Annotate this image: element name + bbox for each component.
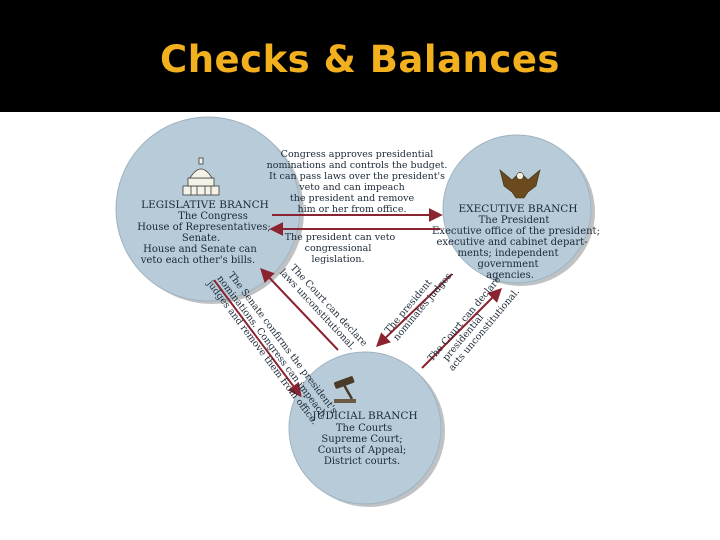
executive-line: ments; independent	[457, 248, 558, 259]
check-congress-president-line: veto and can impeach	[298, 182, 404, 193]
legislative-line: veto each other's bills.	[140, 255, 255, 266]
check-congress-president-line: nominations and controls the budget.	[267, 160, 448, 171]
legislative-line: House and Senate can	[143, 244, 257, 255]
executive-line: government	[477, 259, 538, 270]
legislative-title: LEGISLATIVE BRANCH	[141, 199, 269, 211]
executive-branch-circle	[442, 134, 595, 286]
executive-line: agencies.	[486, 270, 534, 281]
arrow-congress-to-courts	[213, 279, 302, 398]
judicial-line: District courts.	[324, 456, 400, 467]
check-president-congress-line: legislation.	[311, 254, 364, 265]
check-president-congress-line: The president can veto	[285, 232, 396, 243]
arrow-president-to-courts	[375, 273, 453, 347]
title-bar: Checks & Balances	[0, 0, 720, 112]
judicial-line: Supreme Court;	[321, 434, 402, 445]
executive-line: executive and cabinet depart-	[436, 237, 587, 248]
judicial-subtitle: The Courts	[336, 423, 392, 434]
capitol-dome-icon	[182, 157, 220, 196]
slide-title: Checks & Balances	[160, 38, 560, 81]
legislative-branch-circle	[115, 116, 304, 304]
check-president-congress-line: congressional	[305, 243, 372, 254]
check-court-congress-line: The Court can declare	[288, 263, 370, 349]
executive-subtitle: The President	[479, 215, 550, 226]
check-congress-president-line: Congress approves presidential	[281, 149, 434, 160]
judicial-title: JUDICIAL BRANCH	[311, 410, 417, 422]
arrow-courts-to-congress	[260, 267, 339, 351]
check-congress-president-line: him or her from office.	[297, 204, 406, 215]
gavel-icon	[333, 376, 356, 403]
check-congress-president-line: the president and remove	[290, 193, 415, 204]
judicial-branch-circle	[288, 351, 445, 507]
legislative-line: Senate.	[182, 233, 220, 244]
arrow-courts-to-president	[421, 288, 502, 369]
executive-title: EXECUTIVE BRANCH	[458, 203, 577, 215]
check-congress-president-line: It can pass laws over the president's	[269, 171, 445, 182]
judicial-line: Courts of Appeal;	[318, 445, 407, 456]
legislative-subtitle: The Congress	[178, 211, 248, 222]
check-court-congress-line: laws unconstitutional.	[277, 267, 357, 352]
executive-line: Executive office of the president;	[432, 226, 600, 237]
legislative-line: House of Representatives;	[137, 222, 271, 233]
eagle-seal-icon	[499, 169, 541, 199]
